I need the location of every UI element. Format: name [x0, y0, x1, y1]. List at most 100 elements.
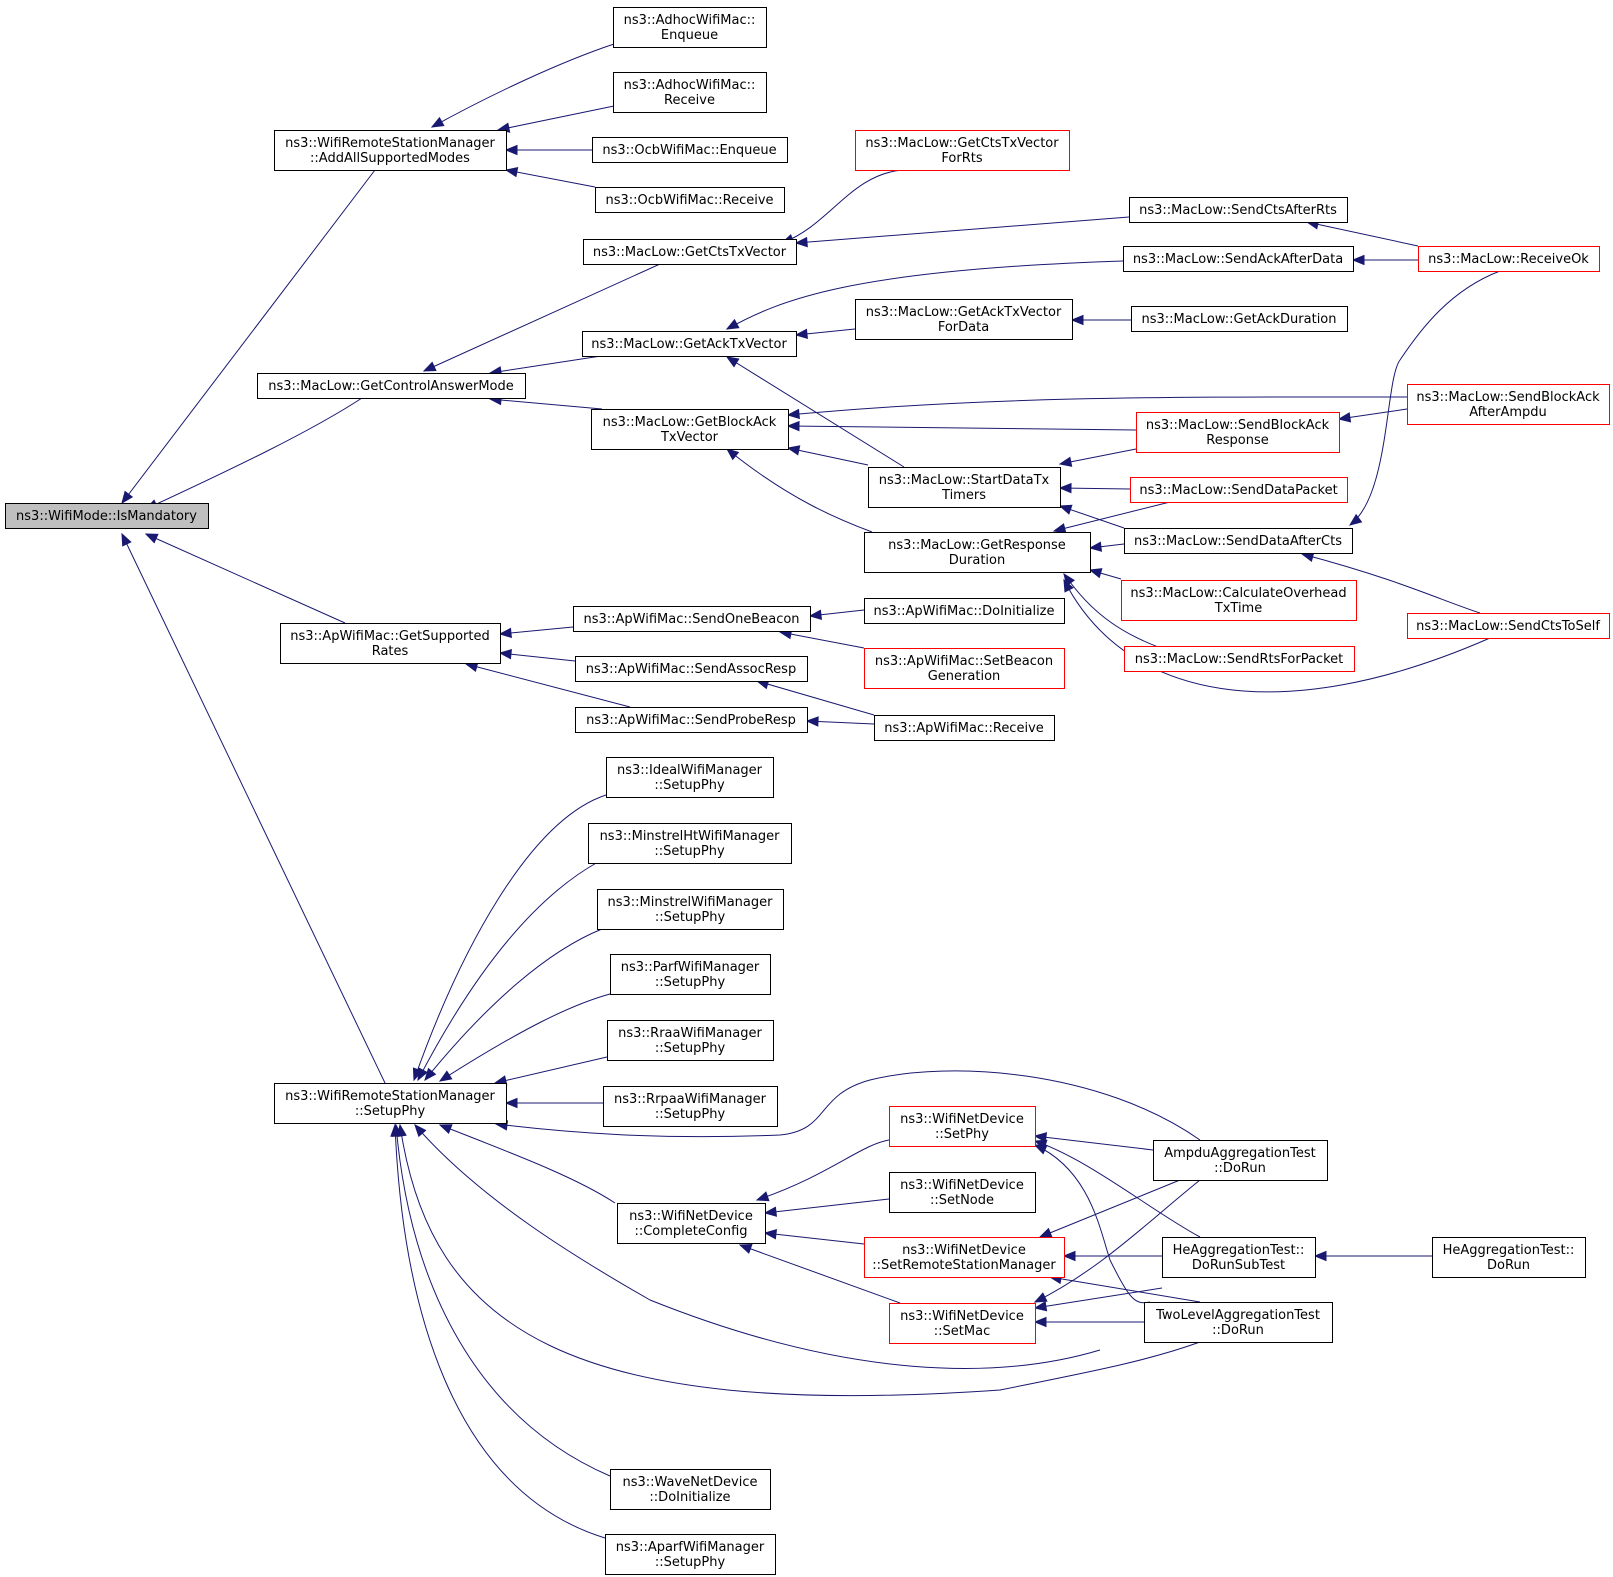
call-edge — [424, 928, 603, 1082]
node-ns3-idealwifimanager-setupphy[interactable]: ns3::IdealWifiManager::SetupPhy — [606, 757, 774, 798]
arrowhead-icon — [144, 533, 159, 544]
arrowhead-icon — [1058, 456, 1073, 467]
nodes-layer: ns3::WifiMode::IsMandatoryns3::WifiRemot… — [5, 7, 1610, 1575]
node-label: ns3::ApWifiMac::DoInitialize — [873, 604, 1054, 619]
node-label: ns3::WaveNetDevice — [622, 1475, 757, 1490]
call-edge — [1033, 1132, 1154, 1151]
node-heaggregationtest-dorun[interactable]: HeAggregationTest::DoRun — [1432, 1237, 1586, 1278]
node-box — [1129, 197, 1348, 223]
node-ns3-minstrelhtwifimanager-setupphy[interactable]: ns3::MinstrelHtWifiManager::SetupPhy — [588, 823, 792, 864]
arrowhead-icon — [504, 167, 519, 178]
node-ns3-adhocwifimac-receive[interactable]: ns3::AdhocWifiMac::Receive — [613, 72, 767, 113]
node-ns3-maclow-sendrtsforpacket[interactable]: ns3::MacLow::SendRtsForPacket — [1124, 646, 1355, 672]
node-ns3-parfwifimanager-setupphy[interactable]: ns3::ParfWifiManager::SetupPhy — [610, 954, 771, 995]
node-label: Duration — [949, 553, 1005, 568]
node-ns3-apwifimac-sendproberesp[interactable]: ns3::ApWifiMac::SendProbeResp — [575, 707, 808, 733]
node-ns3-maclow-getackduration[interactable]: ns3::MacLow::GetAckDuration — [1131, 306, 1348, 332]
node-label: HeAggregationTest:: — [1173, 1243, 1305, 1258]
node-ns3-rrpaawifimanager-setupphy[interactable]: ns3::RrpaaWifiManager::SetupPhy — [603, 1086, 778, 1127]
arrowhead-icon — [738, 1243, 753, 1254]
node-ns3-maclow-sendctstoself[interactable]: ns3::MacLow::SendCtsToSelf — [1407, 613, 1610, 639]
node-ns3-apwifimac-doinitialize[interactable]: ns3::ApWifiMac::DoInitialize — [864, 598, 1065, 624]
node-heaggregationtest-dorunsubtest[interactable]: HeAggregationTest::DoRunSubTest — [1162, 1237, 1316, 1278]
call-edge — [794, 328, 856, 340]
node-ns3-minstrelwifimanager-setupphy[interactable]: ns3::MinstrelWifiManager::SetupPhy — [597, 889, 784, 930]
arrowhead-icon — [794, 236, 808, 248]
arrowhead-icon — [763, 1206, 778, 1217]
node-label: ns3::ApWifiMac::SendOneBeacon — [583, 612, 799, 627]
node-ns3-maclow-senddatapacket[interactable]: ns3::MacLow::SendDataPacket — [1130, 477, 1348, 503]
node-ns3-rraawifimanager-setupphy[interactable]: ns3::RraaWifiManager::SetupPhy — [607, 1020, 774, 1061]
call-edge — [504, 167, 596, 188]
node-ns3-wavenetdevice-doinitialize[interactable]: ns3::WaveNetDevice::DoInitialize — [610, 1469, 771, 1510]
node-label: DoRun — [1487, 1258, 1530, 1273]
node-ns3-wifiremotestationmanager-setupphy[interactable]: ns3::WifiRemoteStationManager::SetupPhy — [274, 1083, 507, 1124]
node-ns3-apwifimac-receive[interactable]: ns3::ApWifiMac::Receive — [874, 715, 1055, 741]
arrowhead-icon — [1033, 1292, 1048, 1303]
node-box — [610, 1469, 771, 1510]
node-ns3-apwifimac-sendassocresp[interactable]: ns3::ApWifiMac::SendAssocResp — [575, 656, 808, 682]
node-label: ns3::MacLow::SendCtsAfterRts — [1139, 203, 1337, 218]
node-box — [575, 707, 808, 733]
node-ns3-wifinetdevice-setmac[interactable]: ns3::WifiNetDevice::SetMac — [889, 1303, 1036, 1344]
call-edge — [144, 533, 346, 624]
node-label: ns3::MacLow::ReceiveOk — [1428, 252, 1589, 267]
node-label: ForData — [938, 320, 989, 335]
node-ns3-wifiremotestationmanager-addallsupportedmodes[interactable]: ns3::WifiRemoteStationManager::AddAllSup… — [274, 130, 507, 171]
node-ns3-ocbwifimac-receive[interactable]: ns3::OcbWifiMac::Receive — [595, 187, 785, 213]
arrowhead-icon — [504, 144, 518, 156]
node-ns3-maclow-getctstxvector[interactable]: ns3::MacLow::GetCtsTxVector — [583, 239, 797, 265]
node-ns3-maclow-receiveok[interactable]: ns3::MacLow::ReceiveOk — [1418, 246, 1600, 272]
call-edge — [1070, 314, 1131, 326]
call-edge — [438, 1124, 616, 1204]
call-edge — [1033, 1316, 1144, 1328]
arrowhead-icon — [786, 420, 800, 432]
node-label: ::AddAllSupportedModes — [310, 151, 470, 166]
call-edge — [422, 263, 661, 372]
node-label: ::SetupPhy — [655, 910, 726, 925]
node-ns3-wifinetdevice-setphy[interactable]: ns3::WifiNetDevice::SetPhy — [889, 1106, 1036, 1147]
arrowhead-icon — [1052, 523, 1067, 534]
arrowhead-icon — [755, 1191, 770, 1202]
node-twolevelaggregationtest-dorun[interactable]: TwoLevelAggregationTest::DoRun — [1144, 1302, 1333, 1343]
call-edge — [438, 993, 611, 1082]
arrowhead-icon — [786, 408, 800, 420]
node-ns3-aparfwifimanager-setupphy[interactable]: ns3::AparfWifiManager::SetupPhy — [605, 1534, 776, 1575]
arrowhead-icon — [805, 716, 819, 727]
arrowhead-icon — [1088, 568, 1103, 579]
node-box — [583, 239, 797, 265]
node-label: ns3::OcbWifiMac::Enqueue — [602, 143, 776, 158]
node-ns3-maclow-getacktxvector[interactable]: ns3::MacLow::GetAckTxVector — [582, 331, 797, 357]
node-label: ::SetupPhy — [655, 975, 726, 990]
arrowhead-icon — [504, 1097, 518, 1109]
node-ampduaggregationtest-dorun[interactable]: AmpduAggregationTest::DoRun — [1153, 1140, 1328, 1181]
node-ns3-wifinetdevice-setnode[interactable]: ns3::WifiNetDevice::SetNode — [889, 1172, 1036, 1213]
arrowhead-icon — [121, 532, 132, 547]
node-ns3-apwifimac-sendonebeacon[interactable]: ns3::ApWifiMac::SendOneBeacon — [573, 606, 811, 632]
node-ns3-wifimode-ismandatory[interactable]: ns3::WifiMode::IsMandatory — [5, 503, 209, 529]
node-ns3-maclow-sendackafterdata[interactable]: ns3::MacLow::SendAckAfterData — [1123, 246, 1354, 272]
arrowhead-icon — [1033, 1144, 1048, 1155]
node-ns3-wifinetdevice-completeconfig[interactable]: ns3::WifiNetDevice::CompleteConfig — [617, 1203, 766, 1244]
node-ns3-maclow-getcontrolanswermode[interactable]: ns3::MacLow::GetControlAnswerMode — [257, 373, 526, 399]
node-ns3-wifinetdevice-setremotestationmanager[interactable]: ns3::WifiNetDevice::SetRemoteStationMana… — [864, 1237, 1065, 1278]
call-edge — [414, 1124, 1101, 1369]
node-label: ns3::IdealWifiManager — [617, 763, 763, 778]
node-box — [280, 623, 501, 664]
node-ns3-maclow-sendctsafterrts[interactable]: ns3::MacLow::SendCtsAfterRts — [1129, 197, 1348, 223]
node-box — [1121, 580, 1357, 621]
node-ns3-adhocwifimac-enqueue[interactable]: ns3::AdhocWifiMac::Enqueue — [613, 7, 767, 48]
node-label: ns3::WifiRemoteStationManager — [285, 136, 495, 151]
node-ns3-maclow-senddataaftercts[interactable]: ns3::MacLow::SendDataAfterCts — [1124, 528, 1353, 554]
node-ns3-ocbwifimac-enqueue[interactable]: ns3::OcbWifiMac::Enqueue — [592, 137, 788, 163]
